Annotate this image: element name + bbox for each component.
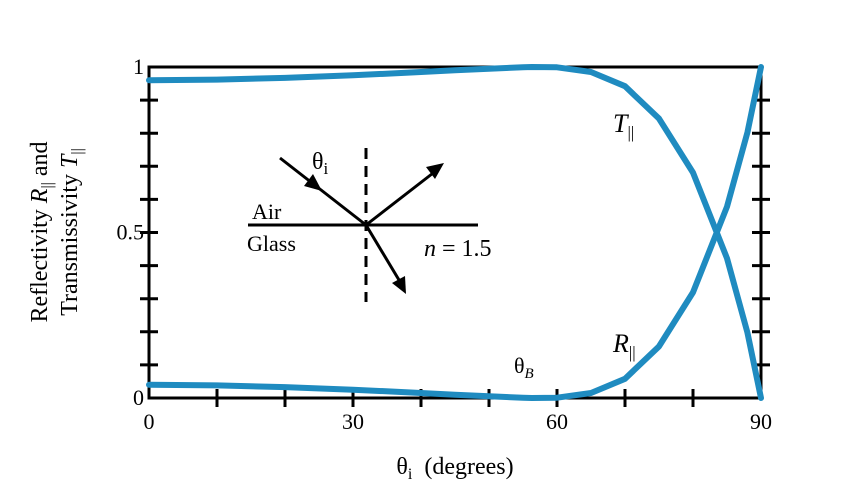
x-tick-label: 0 bbox=[144, 409, 155, 434]
y-tick-label: 0 bbox=[133, 385, 144, 410]
series-group bbox=[146, 64, 764, 401]
y-tick-label: 0.5 bbox=[117, 220, 145, 245]
brewster-angle-label: θB bbox=[514, 353, 534, 382]
x-tick-label: 90 bbox=[750, 409, 772, 434]
y-axis-title: Reflectivity R|| and Transmissivity T|| bbox=[27, 141, 86, 322]
refraction-inset: θi Air Glass n = 1.5 bbox=[247, 148, 492, 302]
x-tick-label: 60 bbox=[546, 409, 568, 434]
transmissivity-curve bbox=[146, 64, 764, 401]
air-label: Air bbox=[252, 199, 282, 224]
reflected-ray bbox=[365, 168, 438, 227]
transmitted-ray bbox=[364, 224, 404, 286]
tick-labels: 0 30 60 90 0 0.5 1 bbox=[117, 54, 773, 434]
glass-label: Glass bbox=[247, 231, 296, 256]
y-tick-label: 1 bbox=[133, 54, 144, 79]
plot-frame bbox=[147, 65, 763, 400]
axis-ticks bbox=[140, 98, 770, 407]
reflectivity-curve bbox=[146, 64, 764, 401]
incident-ray bbox=[279, 156, 367, 227]
incident-arrow-icon bbox=[304, 174, 322, 191]
transmitted-arrow-icon bbox=[392, 276, 406, 294]
y-axis-title-line2: Transmissivity T|| bbox=[57, 148, 86, 316]
inset-angle-label: θi bbox=[312, 149, 329, 178]
y-axis-title-line1: Reflectivity R|| and bbox=[27, 141, 56, 322]
x-axis-title: θi(degrees) bbox=[396, 454, 513, 483]
series-label-R: R|| bbox=[612, 329, 636, 362]
reflected-arrow-icon bbox=[426, 163, 444, 179]
x-tick-label: 30 bbox=[342, 409, 364, 434]
refractive-index-label: n = 1.5 bbox=[424, 236, 492, 262]
series-label-T: T|| bbox=[613, 109, 634, 142]
